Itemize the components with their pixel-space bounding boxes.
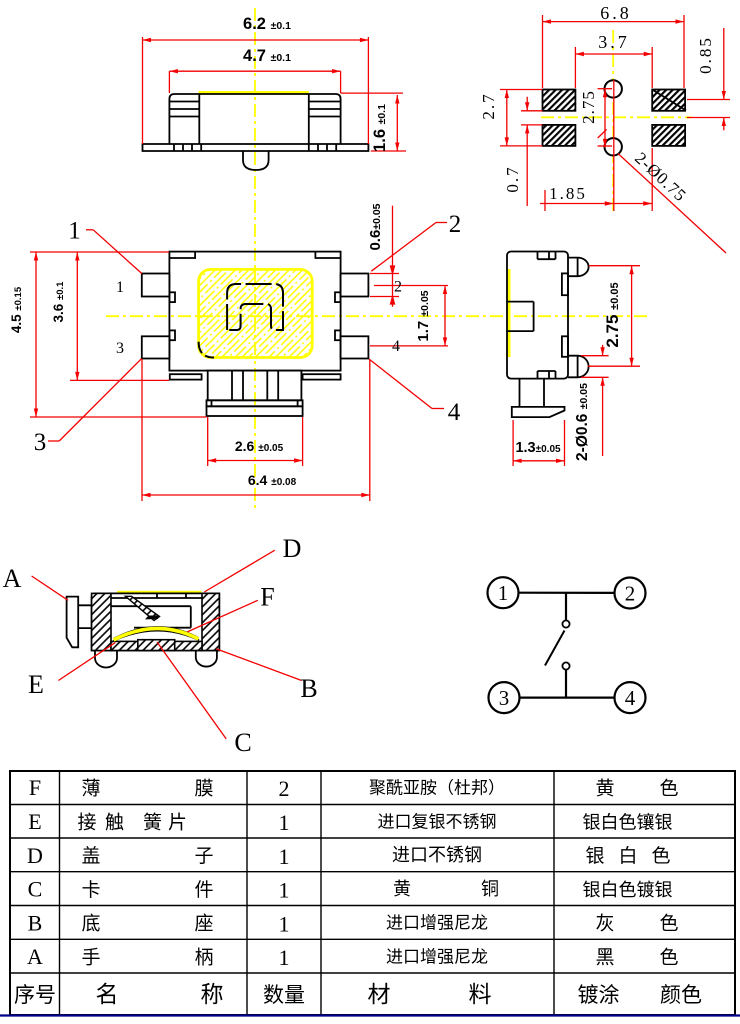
svg-text:进口增强尼龙: 进口增强尼龙	[386, 914, 488, 933]
svg-text:3.7: 3.7	[598, 32, 630, 52]
svg-text:聚酰亚胺（杜邦）: 聚酰亚胺（杜邦）	[369, 779, 505, 798]
svg-text:数量: 数量	[263, 983, 305, 1007]
svg-text:名: 名	[96, 982, 119, 1007]
svg-text:3: 3	[499, 686, 510, 710]
svg-text:1: 1	[116, 279, 124, 296]
svg-text:膜: 膜	[194, 778, 213, 800]
svg-text:B: B	[28, 911, 43, 936]
svg-text:1: 1	[279, 844, 290, 869]
svg-text:C: C	[234, 728, 251, 757]
svg-text:材: 材	[368, 982, 391, 1007]
svg-text:1: 1	[498, 581, 509, 605]
svg-text:4.5 ±0.15: 4.5 ±0.15	[9, 286, 24, 333]
svg-text:薄: 薄	[81, 778, 100, 800]
svg-text:3: 3	[34, 429, 47, 456]
svg-text:C: C	[28, 877, 43, 902]
svg-text:黑: 黑	[595, 947, 614, 968]
svg-text:2.6 ±0.05: 2.6 ±0.05	[235, 438, 284, 454]
svg-text:4: 4	[625, 686, 636, 710]
svg-text:卡: 卡	[81, 879, 100, 901]
svg-text:A: A	[3, 564, 22, 593]
svg-text:序号: 序号	[14, 983, 56, 1007]
svg-text:手: 手	[81, 946, 100, 968]
svg-text:0.85: 0.85	[696, 36, 715, 74]
svg-text:灰: 灰	[595, 913, 614, 935]
svg-text:座: 座	[194, 913, 213, 935]
svg-text:1.85: 1.85	[549, 184, 587, 203]
svg-text:E: E	[28, 809, 41, 834]
svg-text:接: 接	[77, 811, 96, 833]
svg-text:镀涂: 镀涂	[578, 983, 620, 1007]
svg-text:1.3±0.05: 1.3±0.05	[515, 440, 561, 456]
svg-text:底: 底	[81, 913, 100, 935]
svg-text:1.7 ±0.05: 1.7 ±0.05	[415, 290, 432, 341]
svg-text:D: D	[27, 843, 43, 868]
svg-text:1: 1	[279, 945, 290, 970]
svg-text:称: 称	[201, 982, 224, 1007]
svg-text:B: B	[300, 674, 317, 703]
svg-text:盖: 盖	[81, 845, 100, 867]
svg-text:柄: 柄	[194, 946, 213, 968]
svg-text:1: 1	[279, 912, 290, 937]
svg-text:2: 2	[394, 279, 402, 296]
svg-text:0.6±0.05: 0.6±0.05	[367, 203, 384, 250]
svg-text:颜色: 颜色	[660, 983, 702, 1007]
svg-text:6.2 ±0.1: 6.2 ±0.1	[243, 15, 291, 33]
svg-text:子: 子	[194, 846, 213, 867]
svg-text:2.75: 2.75	[579, 90, 598, 124]
svg-text:E: E	[28, 670, 44, 699]
svg-text:铜: 铜	[481, 879, 499, 899]
svg-text:触: 触	[105, 811, 124, 833]
svg-text:簧: 簧	[143, 811, 162, 833]
svg-text:1.6 ±0.1: 1.6 ±0.1	[371, 104, 389, 152]
svg-text:料: 料	[469, 982, 492, 1007]
svg-text:6.8: 6.8	[600, 3, 632, 23]
svg-text:0.7: 0.7	[503, 165, 522, 192]
svg-text:黄: 黄	[595, 778, 614, 800]
svg-text:2: 2	[449, 211, 462, 238]
svg-text:2-Ø0.6 ±0.05: 2-Ø0.6 ±0.05	[574, 383, 591, 461]
svg-text:银: 银	[585, 845, 604, 867]
svg-text:4: 4	[392, 338, 400, 355]
svg-text:D: D	[283, 534, 302, 563]
svg-text:进口不锈钢: 进口不锈钢	[392, 845, 482, 865]
svg-text:2.75 ±0.05: 2.75 ±0.05	[603, 282, 622, 347]
svg-text:色: 色	[659, 778, 678, 800]
svg-text:2.7: 2.7	[479, 92, 498, 119]
svg-text:A: A	[27, 944, 43, 969]
svg-text:白: 白	[618, 845, 637, 867]
svg-text:2: 2	[279, 776, 290, 801]
svg-text:3: 3	[116, 340, 124, 357]
svg-text:F: F	[29, 775, 41, 800]
svg-text:6.4 ±0.08: 6.4 ±0.08	[248, 472, 297, 488]
svg-text:1: 1	[279, 878, 290, 903]
svg-text:色: 色	[659, 913, 678, 935]
svg-text:银白色镶银: 银白色镶银	[583, 812, 673, 832]
svg-text:进口复银不锈钢: 进口复银不锈钢	[378, 812, 497, 831]
svg-text:1: 1	[68, 218, 81, 245]
svg-text:银白色镀银: 银白色镀银	[583, 880, 673, 900]
svg-text:4.7 ±0.1: 4.7 ±0.1	[243, 47, 291, 65]
svg-text:进口增强尼龙: 进口增强尼龙	[386, 947, 488, 966]
svg-text:1: 1	[279, 810, 290, 835]
svg-text:2: 2	[625, 581, 636, 605]
svg-text:4: 4	[448, 399, 461, 426]
svg-text:色: 色	[651, 845, 670, 867]
svg-text:2-Ø0.75: 2-Ø0.75	[631, 148, 690, 205]
svg-text:件: 件	[194, 879, 213, 901]
svg-text:片: 片	[168, 811, 187, 833]
svg-text:F: F	[260, 583, 274, 612]
svg-text:黄: 黄	[393, 879, 411, 899]
svg-text:色: 色	[659, 946, 678, 968]
svg-text:3.6 ±0.1: 3.6 ±0.1	[51, 281, 66, 323]
